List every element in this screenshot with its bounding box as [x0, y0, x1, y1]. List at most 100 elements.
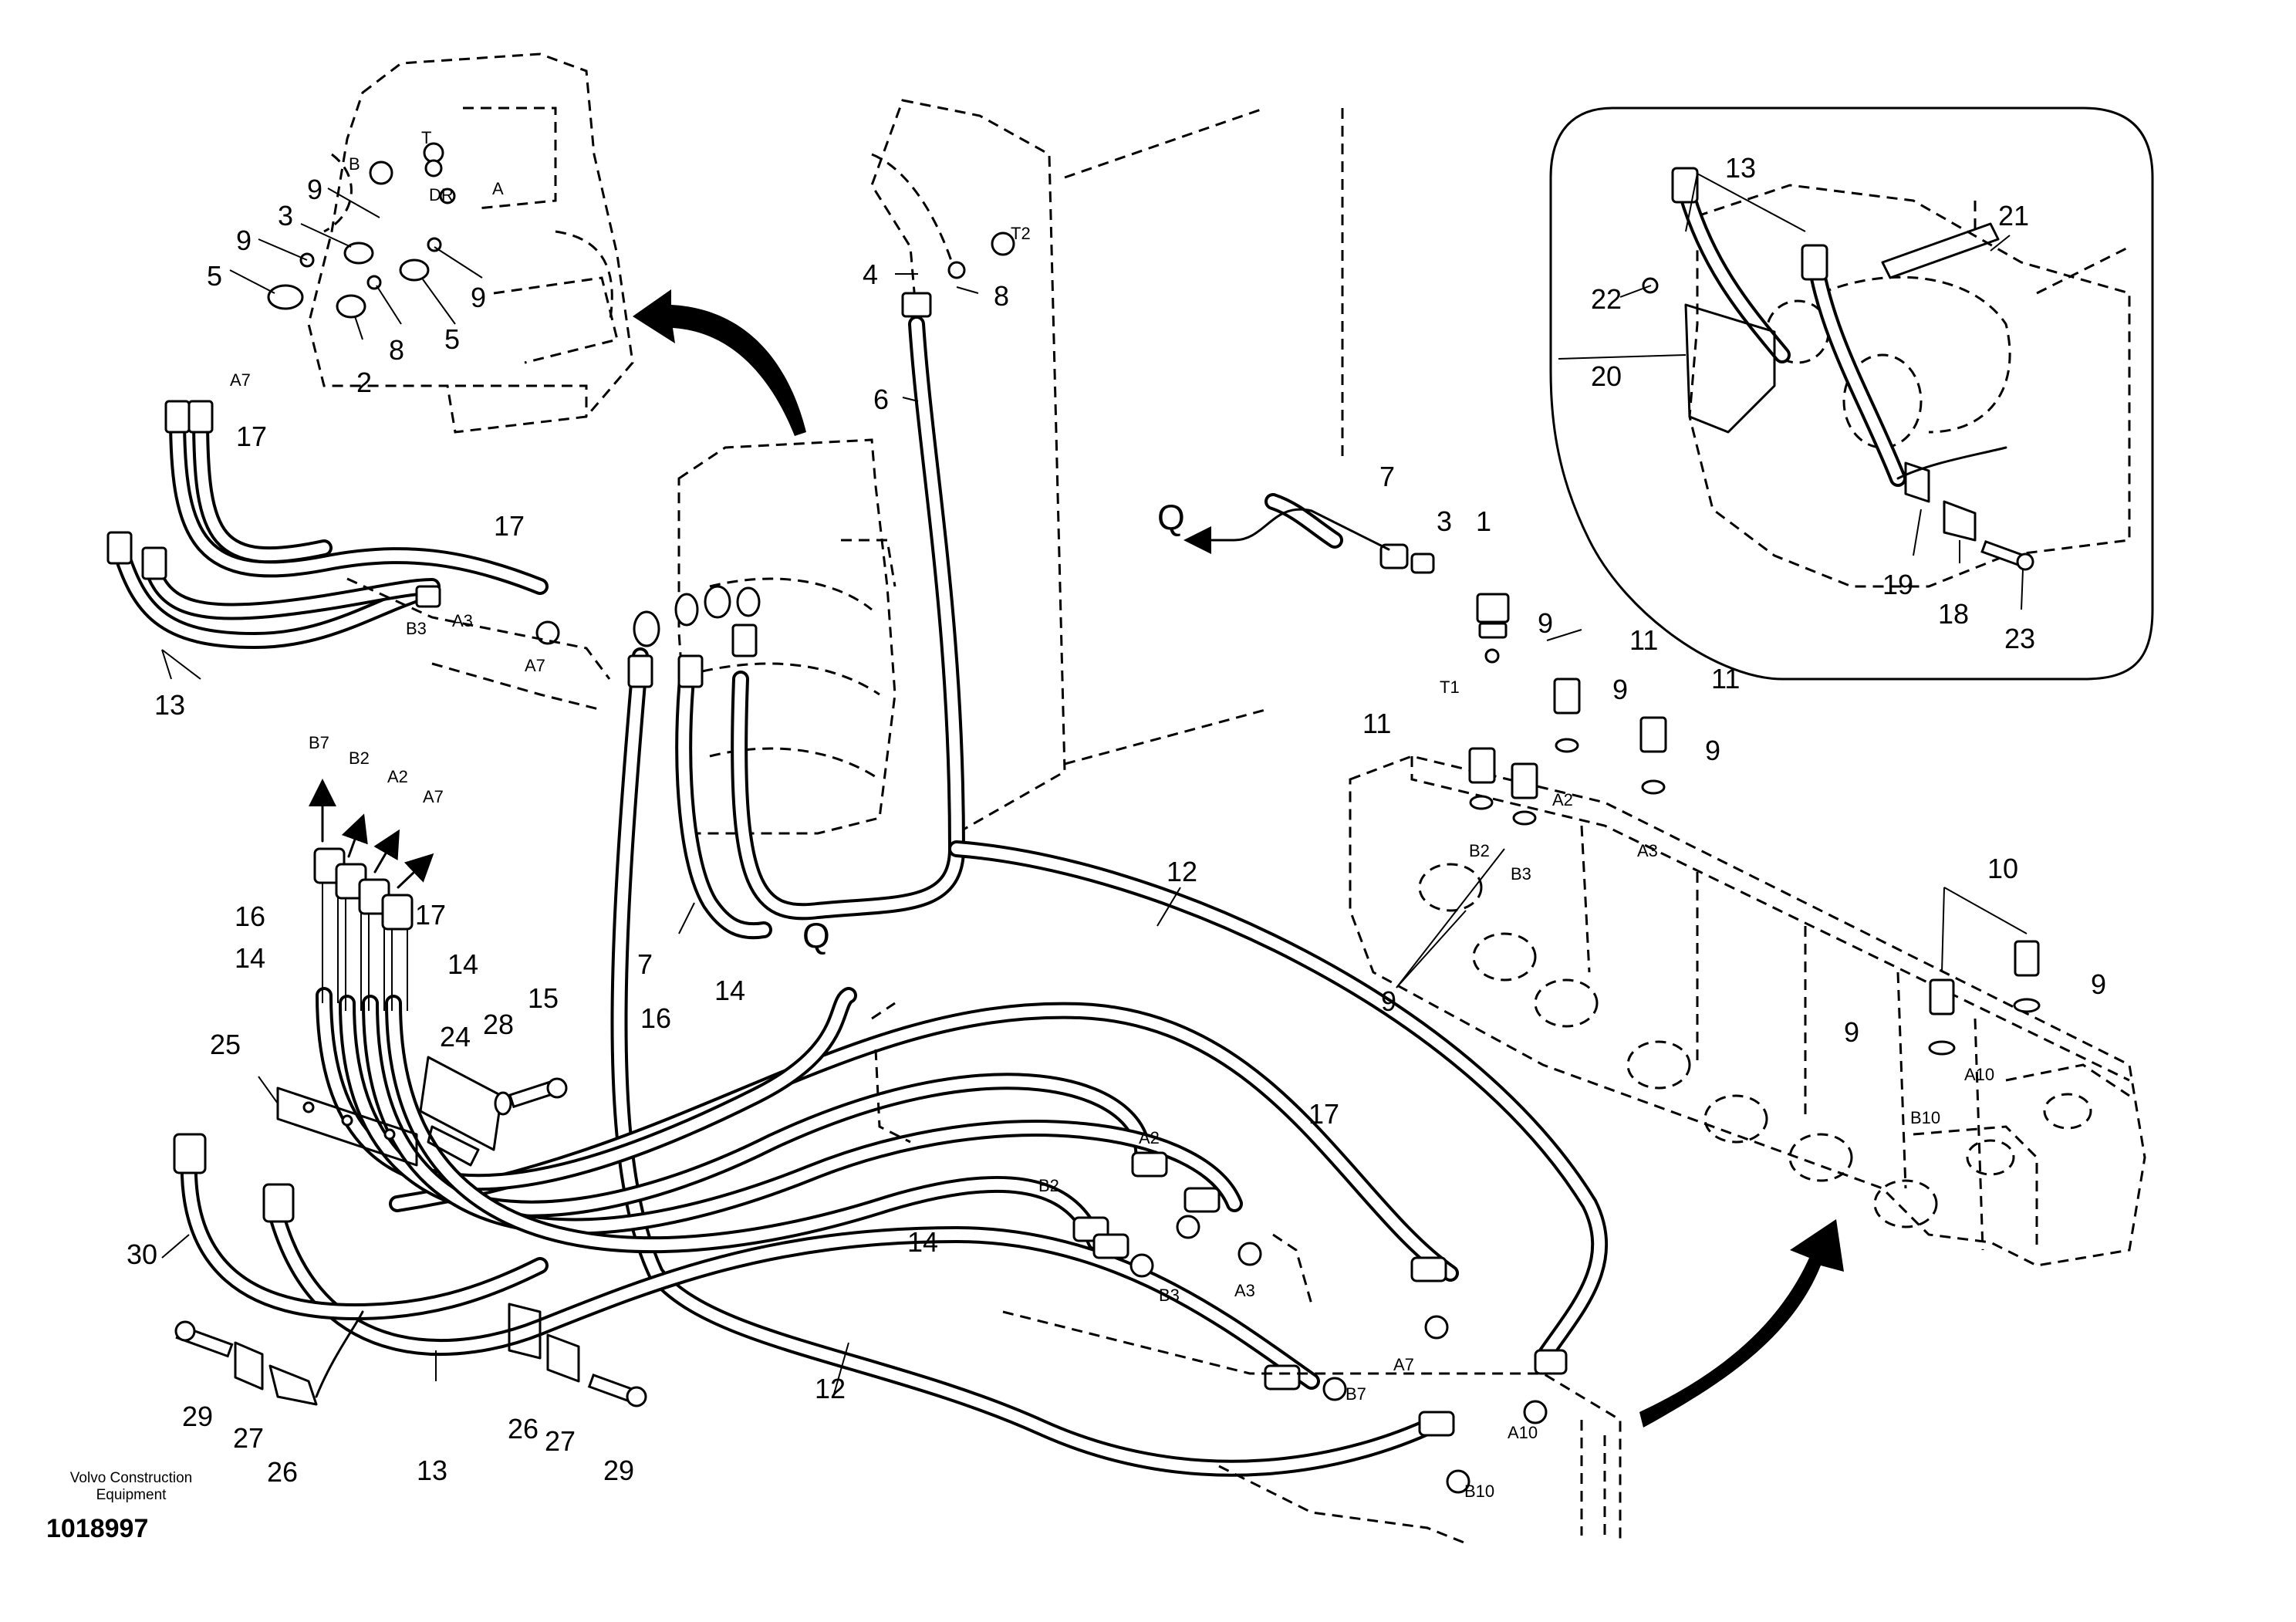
port-label: T2: [1011, 224, 1031, 243]
callout-16: 16: [235, 901, 265, 932]
center-motor-fittings: [627, 231, 1015, 688]
callout-15: 15: [528, 982, 559, 1014]
callout-9: 9: [1705, 735, 1720, 766]
port-label: A2: [1552, 790, 1573, 809]
port-label: DR: [429, 185, 454, 204]
callout-12: 12: [1167, 856, 1197, 887]
clamp-25: [276, 1086, 418, 1167]
callout-leaders: [161, 173, 2028, 1397]
port-label: B10: [1464, 1482, 1494, 1501]
port-label: B2: [1469, 841, 1490, 860]
callout-7: 7: [637, 948, 653, 980]
callout-7: 7: [1379, 461, 1395, 492]
callout-3: 3: [278, 200, 293, 231]
hose-end-fittings: [173, 1133, 1568, 1494]
callout-17: 17: [415, 899, 446, 931]
port-label: A2: [387, 767, 408, 786]
callout-13: 13: [417, 1455, 447, 1486]
hose-13-lower: [269, 1211, 1320, 1390]
port-label: A10: [1964, 1065, 1994, 1084]
callout-2: 2: [356, 367, 372, 398]
callout-9: 9: [236, 225, 252, 256]
callout-q: Q: [1157, 497, 1185, 537]
callout-14: 14: [907, 1226, 938, 1258]
callout-8: 8: [389, 334, 404, 366]
port-label: B2: [349, 748, 370, 768]
swing-motor-detail: [307, 52, 634, 434]
port-label: A3: [1234, 1281, 1255, 1300]
callout-26: 26: [267, 1456, 298, 1488]
valve-fittings: [1183, 508, 2041, 1056]
callout-18: 18: [1938, 598, 1969, 630]
port-label: B7: [1346, 1384, 1366, 1404]
hose-30: [180, 1149, 549, 1320]
lower-chassis-outline: [871, 1002, 1622, 1545]
brand-line-1: Volvo Construction: [69, 1470, 193, 1486]
hose-14-16-bundle: [316, 987, 1243, 1254]
port-label: A10: [1508, 1423, 1538, 1442]
port-label: T: [421, 128, 431, 147]
callout-5: 5: [207, 260, 222, 292]
callout-29: 29: [603, 1455, 634, 1486]
callout-22: 22: [1591, 283, 1622, 315]
callout-9: 9: [1538, 607, 1553, 639]
port-label: B10: [1910, 1108, 1940, 1127]
callout-30: 30: [127, 1238, 157, 1270]
clamps-lower: [174, 1303, 647, 1407]
port-label: A: [492, 179, 504, 198]
hose-13-upper: [106, 400, 611, 711]
callout-13: 13: [154, 689, 185, 721]
callout-9: 9: [471, 282, 486, 313]
detail-arrow-bottom: [1639, 1219, 1844, 1428]
callout-14: 14: [714, 975, 745, 1006]
port-label: B3: [406, 619, 427, 638]
callout-28: 28: [483, 1009, 514, 1040]
callout-3: 3: [1437, 505, 1452, 537]
callout-8: 8: [994, 280, 1009, 312]
port-label: B7: [309, 733, 329, 752]
callout-5: 5: [444, 323, 460, 355]
port-label: T1: [1440, 678, 1460, 697]
callout-27: 27: [545, 1425, 576, 1457]
callout-14: 14: [235, 942, 265, 974]
callout-numbers: 1 2 3 3 4 5 5 6 7 7 8 8 9 9 9 9 9 9 9 9 …: [127, 152, 2106, 1488]
callout-27: 27: [233, 1422, 264, 1454]
hose-17-main: [389, 1002, 1459, 1282]
callout-9: 9: [1612, 674, 1628, 705]
port-labels: B T DR A T2 A7 B3 A3 A7 B7 B2 A2 A7 T1 A…: [230, 128, 1994, 1501]
control-valve-block: [1349, 755, 2146, 1267]
detail-arrow-top: [633, 289, 806, 436]
callout-17: 17: [236, 421, 267, 452]
callout-4: 4: [863, 259, 878, 290]
hose-7-center: [675, 671, 772, 940]
callout-25: 25: [210, 1029, 241, 1060]
callout-19: 19: [1882, 569, 1913, 600]
callout-6: 6: [873, 384, 889, 415]
callout-11: 11: [1629, 624, 1658, 656]
motor-leaders: [229, 188, 483, 340]
drawing-number: 1018997: [46, 1514, 149, 1543]
port-label: A7: [423, 787, 444, 806]
inset-frame: [1549, 106, 2154, 681]
callout-16: 16: [640, 1002, 671, 1034]
port-label: B3: [1159, 1286, 1180, 1305]
callout-29: 29: [182, 1401, 213, 1432]
port-label: B3: [1511, 864, 1531, 884]
callout-13: 13: [1725, 152, 1756, 184]
callout-q: Q: [802, 915, 830, 955]
port-label: A7: [230, 370, 251, 390]
hose-risers: [309, 779, 434, 1011]
center-motor-block: [677, 438, 896, 835]
callout-9: 9: [1844, 1016, 1859, 1048]
bracket-24: [419, 1056, 568, 1167]
hose-7-right: [1264, 493, 1343, 549]
callout-14: 14: [447, 948, 478, 980]
inset-parts: [1642, 167, 2034, 571]
brand-line-2: Equipment: [96, 1487, 167, 1503]
callout-9: 9: [307, 174, 322, 205]
port-label: A2: [1139, 1128, 1160, 1147]
callout-11: 11: [1362, 708, 1391, 739]
callout-11: 11: [1711, 663, 1740, 694]
callout-24: 24: [440, 1021, 471, 1053]
